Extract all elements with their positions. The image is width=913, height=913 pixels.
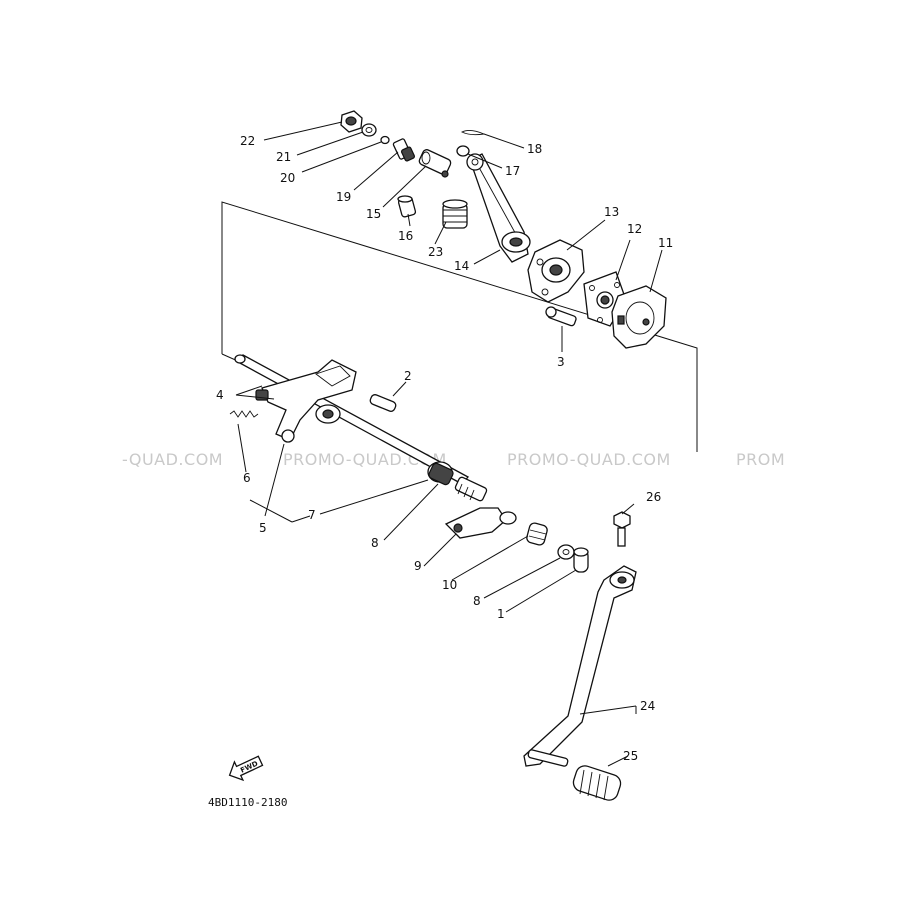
callout-8-lower: 8 — [473, 594, 481, 608]
callout-2: 2 — [404, 369, 412, 383]
cam-wheel-11 — [611, 285, 667, 349]
callout-7: 7 — [308, 508, 316, 522]
drawing-code: 4BD1110-2180 — [208, 796, 287, 809]
fwd-arrow-icon — [228, 755, 264, 782]
callout-6: 6 — [243, 471, 251, 485]
callout-23: 23 — [428, 245, 443, 259]
watermark-text-2: PROMO-QUAD.COM — [507, 450, 671, 469]
callout-20: 20 — [280, 171, 295, 185]
washer-8 — [557, 544, 575, 560]
spline-end — [454, 476, 488, 502]
oil-seal-8 — [427, 461, 454, 486]
spring-23 — [442, 199, 468, 229]
fwd-arrow: FWD — [228, 755, 264, 782]
frame-outline — [221, 201, 698, 452]
callout-14: 14 — [454, 259, 469, 273]
arm-plate-9 — [444, 507, 517, 539]
callout-labels: 22 21 20 19 15 16 23 18 17 14 13 12 11 3… — [216, 134, 673, 763]
joint-15 — [418, 149, 452, 178]
callout-12: 12 — [627, 222, 642, 236]
cotter-pin-18 — [460, 129, 486, 136]
callout-4: 4 — [216, 388, 224, 402]
bolt-19 — [392, 138, 416, 162]
callout-16: 16 — [398, 229, 413, 243]
callout-24: 24 — [640, 699, 655, 713]
leader-lines — [235, 121, 663, 767]
watermark-text-3: PROM — [736, 450, 785, 469]
watermark-text-0: -QUAD.COM — [122, 450, 223, 469]
callout-18: 18 — [527, 142, 542, 156]
shift-arm-bracket-4 — [255, 359, 357, 443]
shift-segment-13 — [527, 239, 585, 303]
pin-16 — [397, 195, 417, 218]
shift-shaft-assembly — [229, 354, 589, 573]
callout-10: 10 — [442, 578, 457, 592]
callout-11: 11 — [658, 236, 673, 250]
callout-26: 26 — [646, 490, 661, 504]
pedal-rubber-25 — [572, 765, 622, 801]
spring-10 — [526, 522, 548, 546]
spring-6 — [229, 410, 259, 418]
bolt-26 — [613, 511, 631, 547]
callout-8-upper: 8 — [371, 536, 379, 550]
fwd-label: FWD — [239, 760, 259, 775]
callout-5: 5 — [259, 521, 267, 535]
upper-assembly — [340, 110, 667, 349]
shift-arm-14 — [466, 153, 531, 263]
washer-17 — [456, 145, 470, 157]
shift-pedal-assembly — [523, 511, 637, 801]
callout-13: 13 — [604, 205, 619, 219]
callout-22: 22 — [240, 134, 255, 148]
callout-25: 25 — [623, 749, 638, 763]
callout-3: 3 — [557, 355, 565, 369]
pin-2 — [369, 394, 397, 412]
watermark-text-1: PROMO-QUAD.COM — [283, 450, 447, 469]
washer-21 — [361, 123, 377, 137]
stud-bolt-3 — [545, 306, 577, 327]
callout-15: 15 — [366, 207, 381, 221]
callout-1: 1 — [497, 607, 505, 621]
callout-17: 17 — [505, 164, 520, 178]
callout-19: 19 — [336, 190, 351, 204]
washer-20 — [380, 135, 390, 145]
callout-21: 21 — [276, 150, 291, 164]
collar-1 — [573, 547, 589, 573]
nut-22 — [340, 110, 363, 133]
watermark: -QUAD.COM PROMO-QUAD.COM PROMO-QUAD.COM … — [122, 450, 785, 469]
shift-pedal-24 — [523, 565, 637, 767]
callout-9: 9 — [414, 559, 422, 573]
